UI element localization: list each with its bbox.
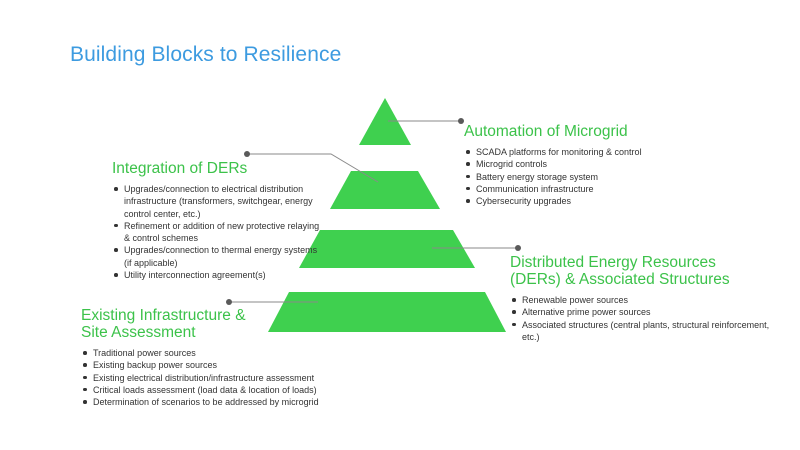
- block-title: Automation of Microgrid: [464, 123, 628, 140]
- block-existing: Existing Infrastructure & Site Assessmen…: [81, 307, 351, 408]
- connector-dot-der: [515, 245, 521, 251]
- pyramid-tier-integration: [330, 171, 440, 209]
- list-item: Associated structures (central plants, s…: [510, 319, 780, 344]
- list-item: Refinement or addition of new protective…: [112, 220, 327, 245]
- list-item: Traditional power sources: [81, 347, 351, 359]
- list-item: SCADA platforms for monitoring & control: [464, 146, 704, 158]
- pyramid-tier-der: [299, 230, 475, 268]
- connector-line-integration: [247, 153, 379, 183]
- block-der: Distributed Energy Resources (DERs) & As…: [510, 254, 780, 343]
- list-item: Communication infrastructure: [464, 183, 704, 195]
- list-item: Utility interconnection agreement(s): [112, 269, 327, 281]
- list-item: Existing backup power sources: [81, 359, 351, 371]
- connector-dot-existing: [226, 299, 232, 305]
- list-item: Existing electrical distribution/infrast…: [81, 372, 351, 384]
- list-item: Critical loads assessment (load data & l…: [81, 384, 351, 396]
- block-items: SCADA platforms for monitoring & control…: [464, 146, 704, 207]
- list-item: Microgrid controls: [464, 158, 704, 170]
- list-item: Renewable power sources: [510, 294, 780, 306]
- block-title: Integration of DERs: [112, 160, 248, 177]
- connector-dot-integration: [244, 151, 250, 157]
- connector-dot-automation: [458, 118, 464, 124]
- block-title: Existing Infrastructure & Site Assessmen…: [81, 307, 246, 341]
- list-item: Cybersecurity upgrades: [464, 195, 704, 207]
- block-integration: Integration of DERs Upgrades/connection …: [112, 160, 327, 281]
- list-item: Upgrades/connection to thermal energy sy…: [112, 244, 327, 269]
- list-item: Determination of scenarios to be address…: [81, 396, 351, 408]
- block-title: Distributed Energy Resources (DERs) & As…: [510, 254, 730, 288]
- list-item: Battery energy storage system: [464, 171, 704, 183]
- pyramid-tier-existing: [268, 292, 506, 332]
- list-item: Alternative prime power sources: [510, 306, 780, 318]
- page-title: Building Blocks to Resilience: [70, 43, 342, 66]
- block-automation: Automation of Microgrid SCADA platforms …: [464, 123, 704, 207]
- pyramid-tier-automation: [359, 98, 411, 145]
- list-item: Upgrades/connection to electrical distri…: [112, 183, 327, 220]
- block-items: Upgrades/connection to electrical distri…: [112, 183, 327, 281]
